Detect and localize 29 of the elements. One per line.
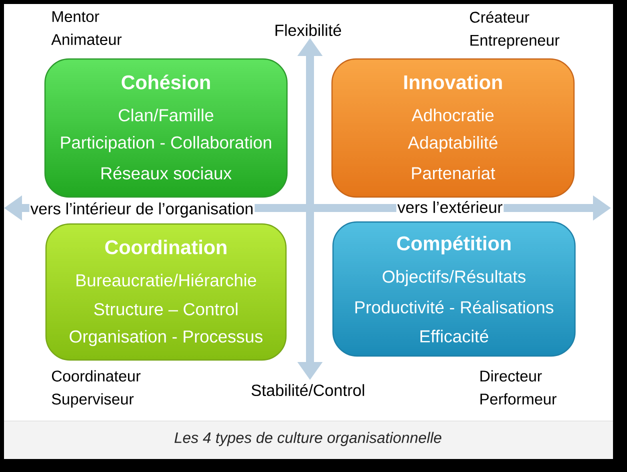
box-item: Clan/Famille	[118, 108, 214, 122]
box-item: Objectifs/Résultats	[382, 270, 526, 286]
quadrant-box	[331, 58, 575, 198]
box-title: Cohésion	[122, 74, 210, 90]
box-item: Partenariat	[412, 166, 496, 180]
box-item: Organisation - Processus	[70, 330, 262, 346]
box-item: Bureaucratie/Hiérarchie	[76, 274, 256, 286]
box-item: Productivité - Réalisations	[355, 300, 554, 314]
quadrant-box	[332, 221, 576, 357]
role-label: Créateur Entrepreneur	[470, 11, 560, 49]
box-item: Adhocratie	[412, 108, 494, 122]
role-label: Coordinateur Superviseur	[52, 370, 141, 408]
axis-label: Flexibilité	[276, 24, 342, 36]
box-item: Adaptabilité	[408, 136, 498, 152]
role-label: Directeur Performeur	[480, 370, 556, 405]
quadrant-box	[44, 58, 288, 198]
box-item: Participation - Collaboration	[61, 136, 272, 152]
role-label: Mentor Animateur	[51, 11, 122, 46]
box-title: Innovation	[404, 74, 502, 90]
caption-band: Les 4 types de culture organisationnelle	[4, 420, 614, 459]
box-item: Structure – Control	[94, 302, 238, 316]
box-title: Coordination	[105, 240, 226, 254]
box-title: Compétition	[397, 236, 511, 254]
axis-label: vers l’intérieur de l’organisation	[29, 201, 255, 219]
axis-label: vers l’extérieur	[396, 200, 504, 214]
box-item: Réseaux sociaux	[102, 166, 232, 180]
axis-label: Stabilité/Control	[252, 384, 364, 396]
quadrant-box	[45, 223, 287, 361]
box-item: Efficacité	[420, 330, 488, 342]
